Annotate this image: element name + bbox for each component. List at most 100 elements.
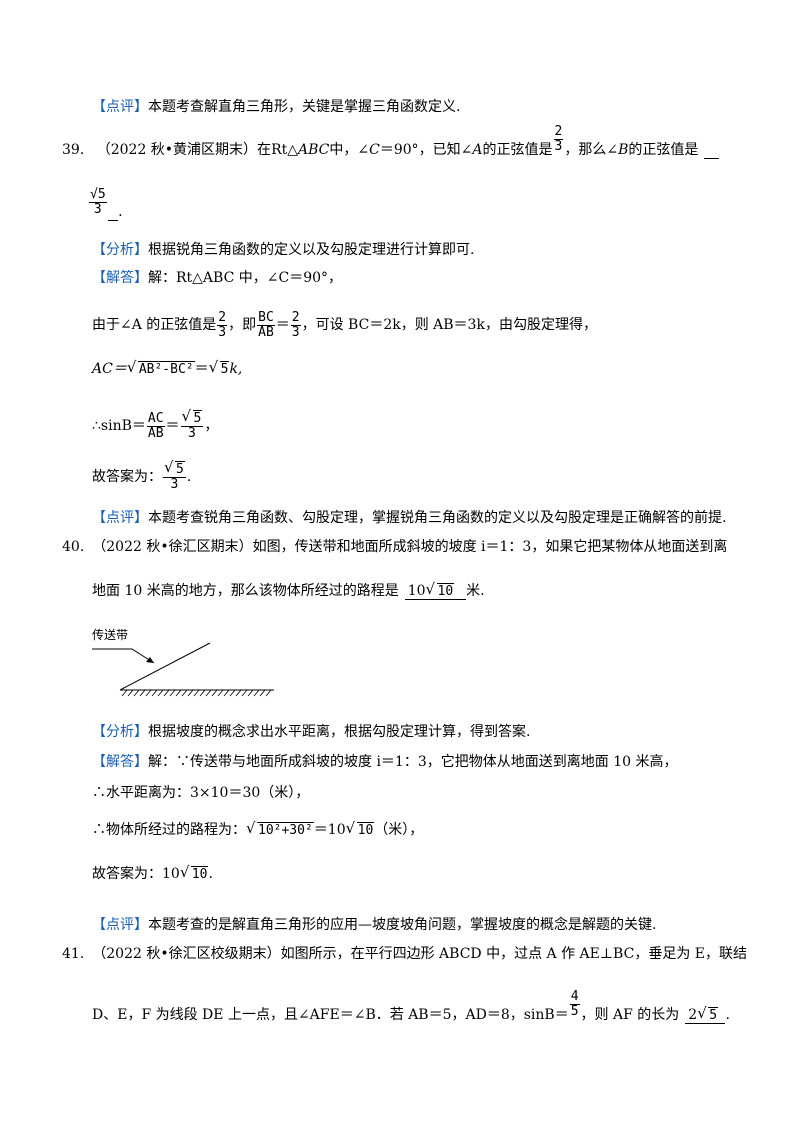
review-text: 本题考查锐角三角函数、勾股定理，掌握锐角三角函数的定义以及勾股定理是正确解答的前… bbox=[148, 510, 727, 526]
q-text: ，那么∠ bbox=[564, 142, 619, 158]
frac-den: 3 bbox=[218, 324, 227, 340]
arrow-head bbox=[146, 657, 154, 663]
q-text: 的正弦值是 bbox=[628, 142, 699, 158]
answer-label: 故答案为：10 bbox=[92, 866, 180, 882]
solution-39-answer: 故答案为：53. bbox=[92, 460, 192, 492]
review-39: 【点评】本题考查锐角三角函数、勾股定理，掌握锐角三角函数的定义以及勾股定理是正确… bbox=[92, 511, 726, 525]
ac-lhs: AC＝ bbox=[92, 361, 127, 377]
frac-num: 2 bbox=[290, 310, 301, 326]
radicand: 10 bbox=[436, 583, 455, 599]
question-41: 41. （2022 秋•徐汇区校级期末）如图所示，在平行四边形 ABCD 中，过点… bbox=[62, 947, 747, 961]
solution-text: 解：∵传送带与地面所成斜坡的坡度 i＝1：3，它把物体从地面送到离地面 10 米… bbox=[148, 754, 678, 770]
frac-num: 2 bbox=[553, 123, 564, 140]
solution-text: ∴水平距离为：3×10＝30（米）， bbox=[92, 785, 310, 801]
conveyor-figure: 传送带 bbox=[92, 625, 282, 700]
solution-text: ∴物体所经过的路程为： bbox=[92, 822, 246, 838]
analysis-text: 根据锐角三角函数的定义以及勾股定理进行计算即可. bbox=[148, 242, 475, 258]
radicand: 5 bbox=[708, 1007, 719, 1023]
frac-den: 3 bbox=[170, 476, 179, 492]
solution-text: （米）， bbox=[374, 822, 424, 838]
frac-num: AC bbox=[146, 411, 165, 427]
analysis-40: 【分析】根据坡度的概念求出水平距离，根据勾股定理计算，得到答案. bbox=[92, 725, 530, 739]
solution-39: 【解答】解：Rt△ABC 中，∠C＝90°， bbox=[92, 271, 342, 285]
comma: ， bbox=[204, 418, 219, 435]
frac-num: 4 bbox=[569, 988, 580, 1005]
question-40-line2: 地面 10 米高的地方，那么该物体所经过的路程是 10 10 米. bbox=[92, 582, 485, 600]
question-number: 40. bbox=[62, 539, 85, 555]
frac-den: AB bbox=[258, 324, 274, 340]
sin-lhs: ∴sinB＝ bbox=[92, 418, 146, 435]
solution-40-line3: ∴物体所经过的路程为： 10²+30²＝10 10（米）， bbox=[92, 821, 424, 838]
q-text: 中，∠ bbox=[329, 142, 370, 158]
text: ，可设 BC＝2k，则 AB＝3k，由勾股定理得， bbox=[301, 317, 597, 334]
pointer-arrow bbox=[92, 648, 155, 664]
review-line-38: 【点评】本题考查解直角三角形，关键是掌握三角函数定义. bbox=[92, 100, 460, 114]
var-a: A bbox=[472, 142, 483, 158]
question-text: 米. bbox=[466, 583, 485, 599]
frac-den: 3 bbox=[93, 201, 102, 217]
q-text: 的正弦值是 bbox=[482, 142, 553, 158]
dot: . bbox=[186, 469, 192, 486]
analysis-39: 【分析】根据锐角三角函数的定义以及勾股定理进行计算即可. bbox=[92, 243, 474, 257]
radicand: 10 bbox=[190, 866, 209, 882]
question-41-line2: D、E，F 为线段 DE 上一点，且∠AFE＝∠B．若 AB＝5，AD＝8，si… bbox=[92, 990, 730, 1024]
review-text: 本题考查解直角三角形，关键是掌握三角函数定义. bbox=[148, 99, 461, 115]
text: ，即 bbox=[228, 317, 257, 334]
frac-den: AB bbox=[147, 425, 164, 441]
question-text: 地面 10 米高的地方，那么该物体所经过的路程是 bbox=[92, 583, 399, 599]
frac-num: 2 bbox=[217, 310, 228, 326]
solution-tag: 【解答】 bbox=[92, 754, 148, 770]
solution-tag: 【解答】 bbox=[92, 270, 148, 286]
frac-den: 5 bbox=[570, 1003, 579, 1019]
question-source: （2022 秋•黄浦区期末）在 bbox=[96, 142, 272, 158]
slope-diagram bbox=[92, 642, 274, 697]
question-text: ，则 AF 的长为 bbox=[580, 1007, 680, 1023]
sqrt-10: 10 bbox=[180, 865, 209, 882]
question-end: . bbox=[725, 1007, 730, 1023]
frac-den: 3 bbox=[554, 138, 563, 154]
solution-40: 【解答】解：∵传送带与地面所成斜坡的坡度 i＝1：3，它把物体从地面送到离地面 … bbox=[92, 755, 677, 769]
frac-den: 3 bbox=[291, 324, 300, 340]
k: k, bbox=[229, 361, 243, 377]
answer-coef: 2 bbox=[688, 1007, 698, 1023]
fraction-sqrt5-3: 53 bbox=[180, 409, 204, 440]
text: 由于∠A 的正弦值是 bbox=[92, 317, 217, 334]
var-c: C bbox=[369, 142, 380, 158]
solution-text: ＝10 bbox=[313, 822, 346, 838]
radicand: 10 bbox=[356, 822, 375, 838]
var-b: B bbox=[618, 142, 629, 158]
eq: ＝ bbox=[194, 361, 209, 377]
question-text: （2022 秋•徐汇区校级期末）如图所示，在平行四边形 ABCD 中，过点 A … bbox=[92, 946, 747, 962]
question-number: 39. bbox=[62, 142, 85, 158]
sqrt-5: 5 bbox=[209, 360, 230, 377]
ground-hatch bbox=[121, 689, 272, 697]
sqrt-10: 10 bbox=[346, 821, 375, 838]
figure-label: 传送带 bbox=[92, 628, 129, 642]
review-text: 本题考查的是解直角三角形的应用—坡度坡角问题，掌握坡度的概念是解题的关键. bbox=[148, 917, 657, 933]
conveyor-line bbox=[119, 642, 211, 691]
radicand: 10²+30² bbox=[257, 822, 314, 838]
answer-label: 故答案为： bbox=[92, 469, 162, 486]
question-39: 39. （2022 秋•黄浦区期末）在Rt△ABC中，∠C＝90°，已知∠A的正… bbox=[62, 125, 720, 159]
solution-text: 解：Rt△ABC 中，∠C＝90°， bbox=[148, 270, 343, 286]
radicand: 5 bbox=[192, 410, 203, 426]
question-number: 41. bbox=[62, 946, 85, 962]
review-tag: 【点评】 bbox=[92, 510, 148, 526]
analysis-text: 根据坡度的概念求出水平距离，根据勾股定理计算，得到答案. bbox=[148, 724, 531, 740]
answer-blank: 10 10 bbox=[404, 582, 467, 600]
solution-39-ac: AC＝ AB²-BC²＝ 5k, bbox=[92, 360, 243, 377]
answer-coef: 10 bbox=[407, 583, 426, 599]
q-text: ＝90°，已知∠ bbox=[379, 142, 473, 158]
radicand: 5 bbox=[219, 361, 230, 377]
radicand: AB²-BC² bbox=[137, 361, 195, 377]
solution-40-answer: 故答案为：1010. bbox=[92, 865, 213, 882]
question-text: D、E，F 为线段 DE 上一点，且∠AFE＝∠B．若 AB＝5，AD＝8，si… bbox=[92, 1007, 569, 1023]
